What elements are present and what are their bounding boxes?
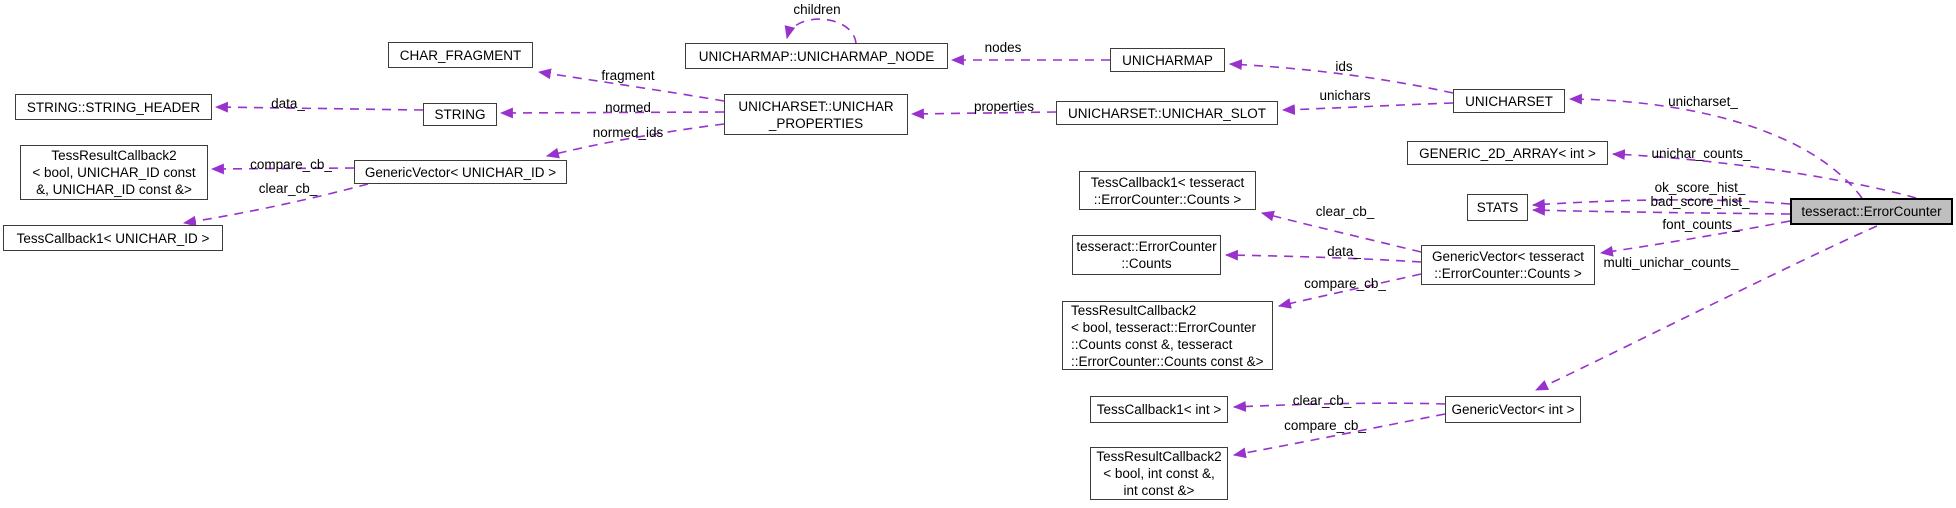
edge-normed_ids: [545, 123, 725, 159]
edge-ok_score_hist: [1531, 198, 1791, 210]
edge-bad_score_hist: [1531, 204, 1791, 216]
edge-unicharset: [1568, 93, 1863, 199]
edge-label-ids: ids: [1335, 59, 1353, 74]
edge-label-bad-score-hist: bad_score_hist_: [1650, 194, 1750, 209]
edge-label-nodes: nodes: [984, 40, 1022, 55]
edge-label-normed-ids: normed_ids: [592, 125, 664, 140]
node-unichar-properties[interactable]: UNICHARSET::UNICHAR _PROPERTIES: [724, 94, 908, 135]
node-tess-result-callback2-unichar[interactable]: TessResultCallback2 < bool, UNICHAR_ID c…: [20, 145, 208, 200]
node-tess-callback1-counts[interactable]: TessCallback1< tesseract ::ErrorCounter:…: [1079, 171, 1256, 210]
node-unicharmap[interactable]: UNICHARMAP: [1110, 48, 1225, 72]
edge-label-clear-cb-counts: clear_cb_: [1315, 204, 1375, 219]
edge-multi_unichar_counts: [1535, 225, 1878, 391]
edge-label-unichars: unichars: [1319, 88, 1371, 103]
edge-label-data-string: data_: [271, 96, 305, 111]
node-generic-2d-array-int[interactable]: GENERIC_2D_ARRAY< int >: [1407, 141, 1608, 165]
node-error-counter-main[interactable]: tesseract::ErrorCounter: [1790, 198, 1953, 225]
edge-clear_cb-counts: [1260, 210, 1422, 253]
edge-label-unichar-counts: unichar_counts_: [1651, 146, 1751, 161]
node-tess-callback1-unichar-id[interactable]: TessCallback1< UNICHAR_ID >: [3, 225, 223, 251]
edge-label-ok-score-hist: ok_score_hist_: [1654, 180, 1746, 195]
edge-label-compare-cb-uid: compare_cb_: [250, 157, 332, 172]
edge-unichar_counts: [1611, 149, 1917, 199]
node-generic-vector-int[interactable]: GenericVector< int >: [1445, 396, 1581, 423]
edge-data-string: [214, 101, 424, 113]
node-unicharset[interactable]: UNICHARSET: [1453, 89, 1565, 113]
node-generic-vector-counts[interactable]: GenericVector< tesseract ::ErrorCounter:…: [1421, 245, 1595, 285]
edge-compare_cb-uid: [210, 163, 355, 175]
edge-label-clear-cb-uid: clear_cb_: [258, 181, 318, 196]
edge-label-multi-unichar-counts: multi_unichar_counts_: [1603, 255, 1739, 270]
edge-label-normed: normed: [605, 100, 651, 115]
node-stats[interactable]: STATS: [1467, 194, 1528, 221]
node-unichar-slot[interactable]: UNICHARSET::UNICHAR_SLOT: [1056, 101, 1278, 125]
edge-label-unicharset: unicharset_: [1668, 94, 1738, 109]
edge-label-fragment: fragment: [601, 68, 655, 83]
node-tess-result-callback2-counts[interactable]: TessResultCallback2 < bool, tesseract::E…: [1062, 301, 1273, 370]
edge-label-children: children: [793, 2, 841, 17]
edge-unichars: [1281, 102, 1454, 115]
node-string-header[interactable]: STRING::STRING_HEADER: [15, 94, 212, 120]
edge-label-compare-cb-int: compare_cb_: [1284, 418, 1366, 433]
edge-label-font-counts: font_counts_: [1662, 217, 1740, 232]
edge-compare_cb-counts: [1277, 273, 1422, 309]
edge-fragment: [537, 68, 725, 102]
node-string[interactable]: STRING: [423, 103, 497, 126]
node-tess-callback1-int[interactable]: TessCallback1< int >: [1090, 396, 1228, 423]
edge-properties: [910, 108, 1057, 120]
node-unicharmap-node[interactable]: UNICHARMAP::UNICHARMAP_NODE: [685, 43, 948, 69]
edge-children-self-loop: [784, 18, 857, 45]
edge-ids: [1228, 59, 1454, 94]
edge-label-properties: properties: [973, 99, 1035, 114]
edge-label-clear-cb-int: clear_cb_: [1292, 393, 1352, 408]
node-char-fragment[interactable]: CHAR_FRAGMENT: [388, 42, 533, 68]
node-tess-result-callback2-int[interactable]: TessResultCallback2 < bool, int const &,…: [1090, 447, 1228, 500]
edge-label-compare-cb-counts: compare_cb_: [1304, 276, 1386, 291]
node-generic-vector-unichar-id[interactable]: GenericVector< UNICHAR_ID >: [354, 160, 567, 184]
edge-data-counts: [1224, 249, 1422, 263]
node-error-counter-counts[interactable]: tesseract::ErrorCounter ::Counts: [1072, 235, 1221, 275]
edge-normed: [499, 107, 725, 119]
edge-clear_cb-uid: [182, 183, 369, 227]
edge-label-data-counts: data_: [1327, 244, 1361, 259]
edge-font_counts: [1599, 220, 1791, 257]
